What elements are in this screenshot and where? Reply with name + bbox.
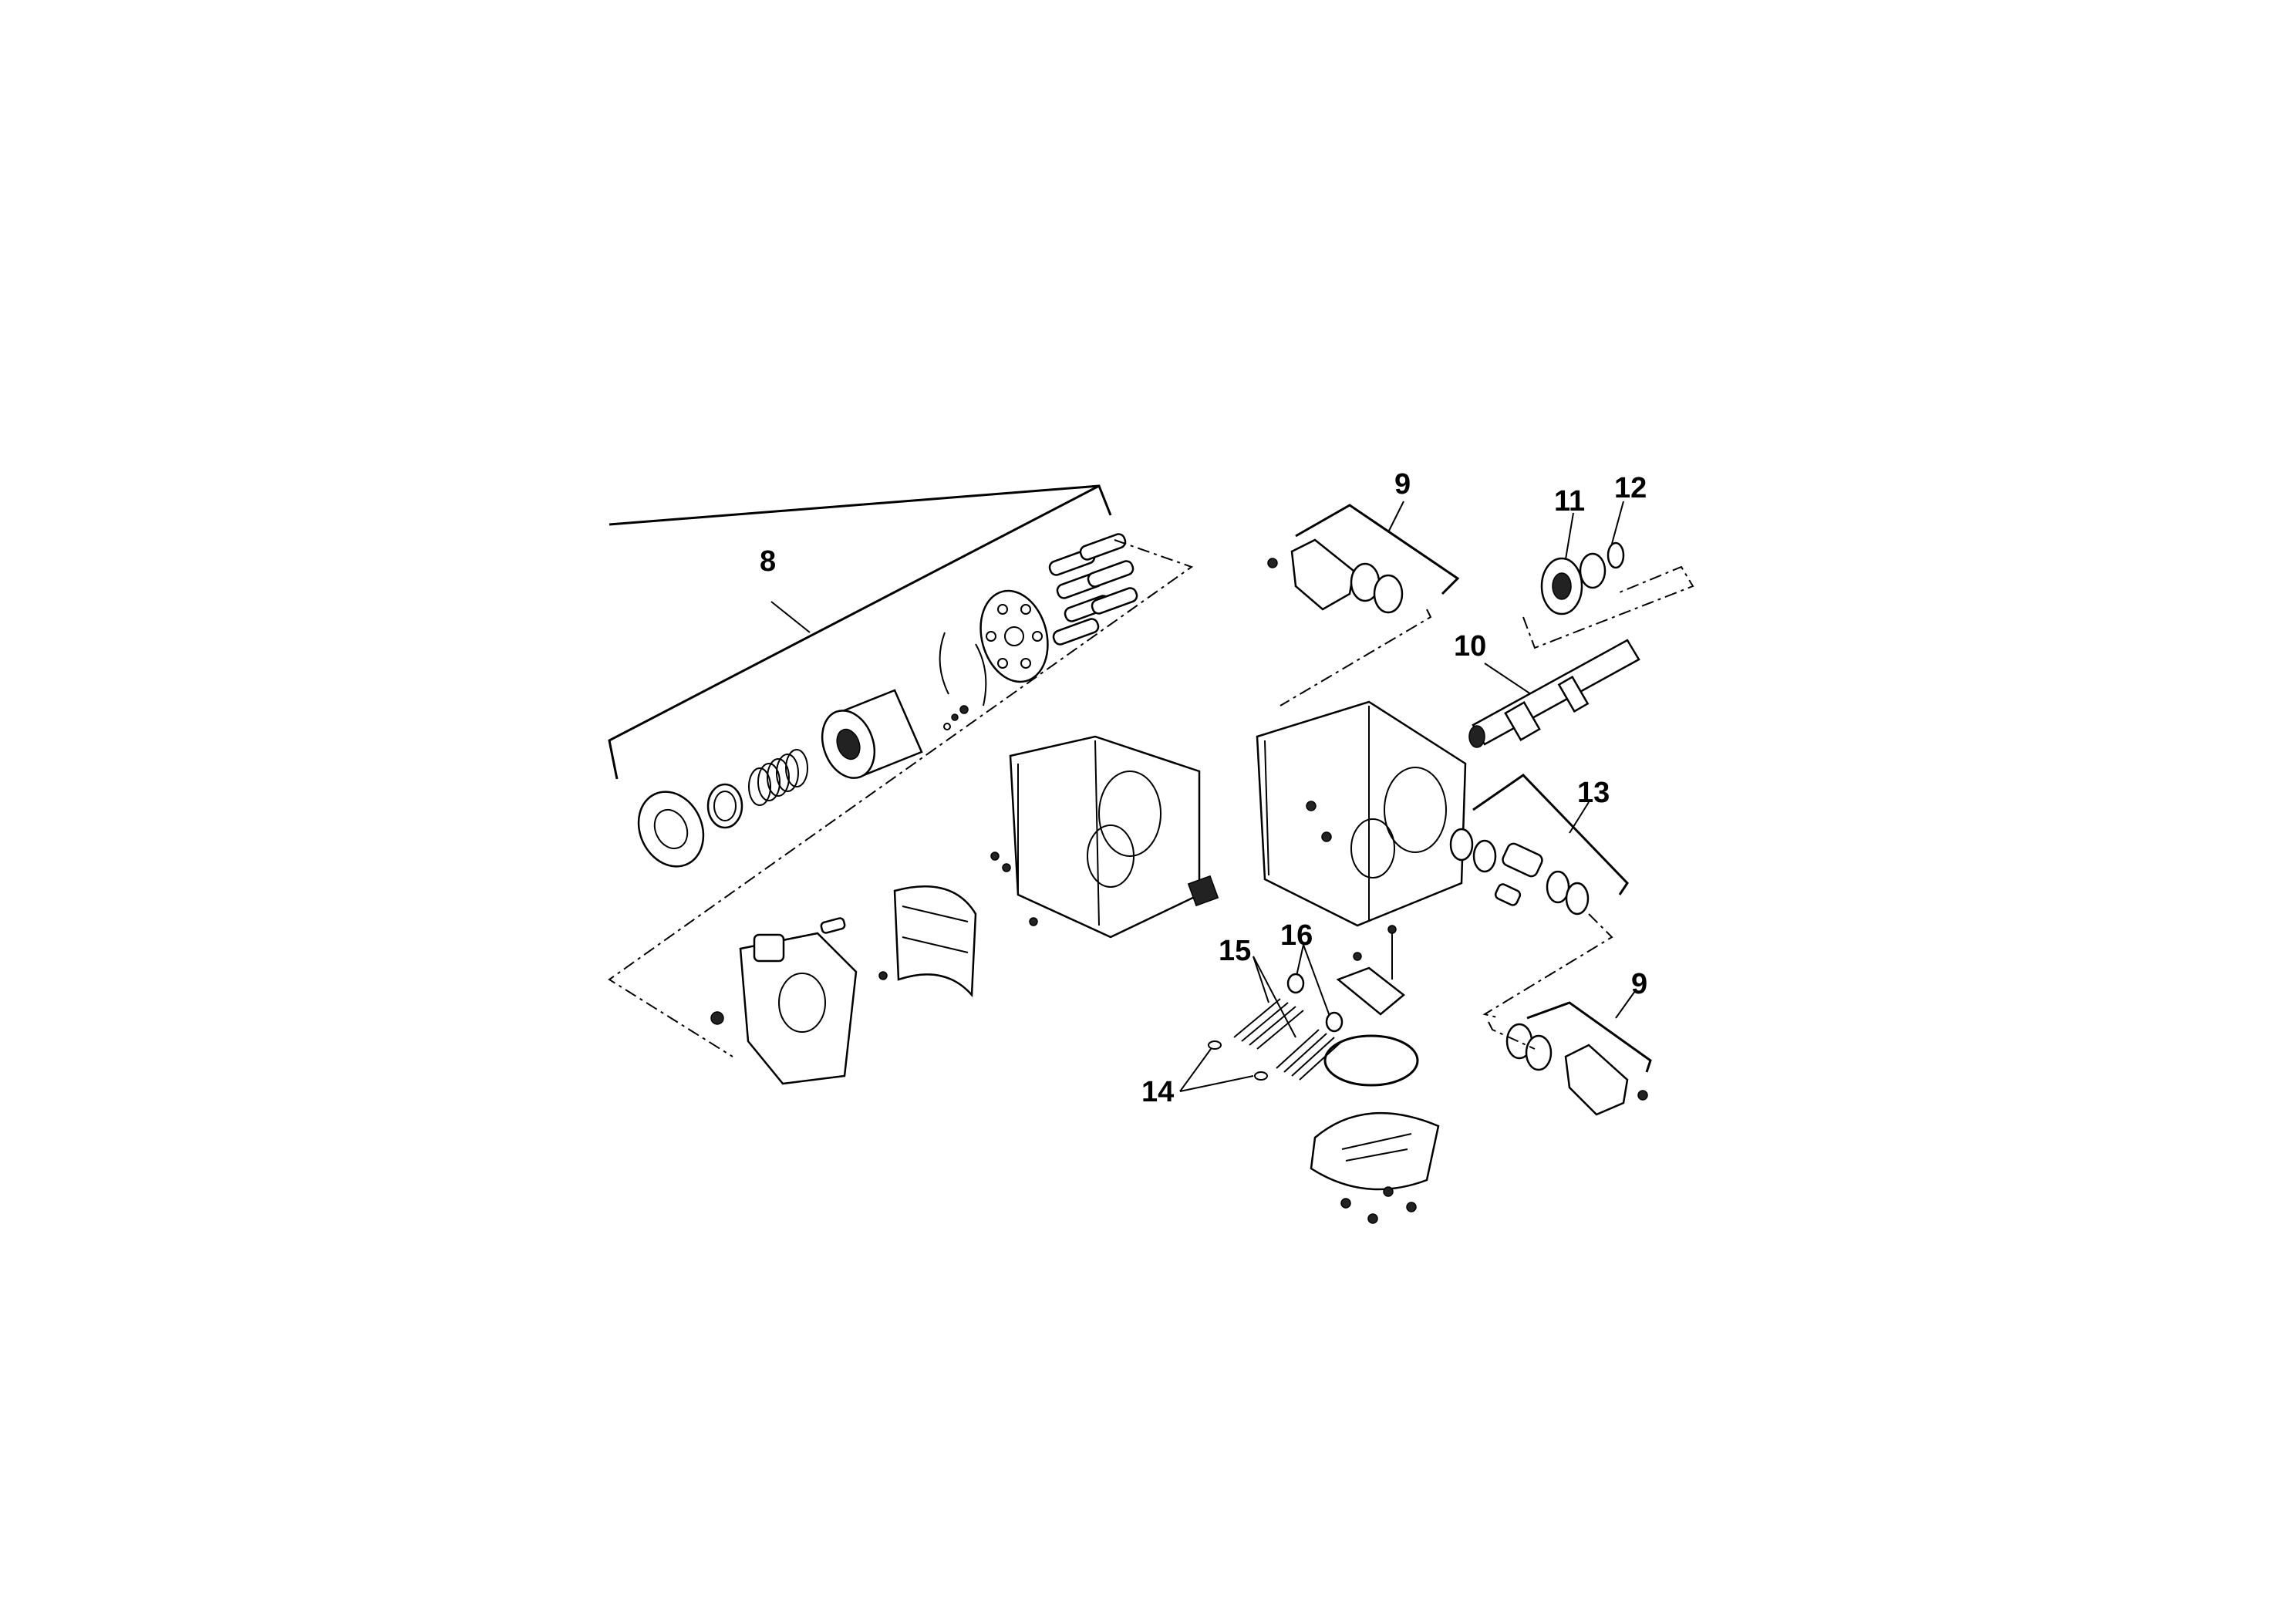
leader-9a bbox=[1387, 501, 1404, 533]
bracket-9b bbox=[1526, 1001, 1652, 1073]
cylinder-block bbox=[821, 689, 923, 779]
callout-label-13: 13 bbox=[1577, 777, 1610, 809]
piston-set bbox=[1048, 533, 1138, 646]
callout-label-11: 11 bbox=[1554, 485, 1585, 518]
assembly-guide-13 bbox=[1482, 913, 1613, 1019]
spool-13 bbox=[1502, 842, 1543, 878]
valve-plate bbox=[637, 791, 705, 868]
callout-9a-group bbox=[1267, 501, 1460, 706]
plug-16a bbox=[1286, 973, 1305, 994]
callout-label-9b: 9 bbox=[1631, 968, 1647, 1000]
plug-16b bbox=[1325, 1011, 1344, 1033]
retainer-plate bbox=[979, 589, 1049, 683]
callout-14-16-group bbox=[1179, 944, 1344, 1092]
leader-8 bbox=[770, 601, 811, 633]
ring-12a bbox=[1579, 552, 1607, 589]
bracket-13 bbox=[1472, 774, 1629, 895]
pin-14b bbox=[1254, 1071, 1268, 1081]
seal-9a-2 bbox=[1373, 574, 1404, 614]
swash-plate bbox=[893, 885, 977, 998]
assembly-guide-9a bbox=[1279, 609, 1432, 706]
bracket-8-line bbox=[608, 484, 1100, 780]
callout-13-group bbox=[1449, 774, 1629, 1019]
leader-14a bbox=[1179, 1048, 1212, 1092]
seal-13a bbox=[1449, 828, 1474, 862]
pump-housing-right bbox=[1256, 700, 1467, 927]
cover-9b bbox=[1564, 1044, 1629, 1116]
leader-15b bbox=[1253, 956, 1296, 1038]
assembly-guide-9b bbox=[1488, 1021, 1536, 1050]
leader-14b bbox=[1179, 1075, 1254, 1092]
servo-bracket bbox=[1336, 925, 1405, 1016]
assembly-guide-11 bbox=[1522, 565, 1694, 649]
pin-14a bbox=[1208, 1040, 1222, 1050]
drive-shaft bbox=[1472, 639, 1640, 746]
callout-11-12-group bbox=[1522, 501, 1694, 649]
leader-16b bbox=[1303, 944, 1331, 1019]
ball-guide-2 bbox=[975, 643, 987, 706]
callout-label-10: 10 bbox=[1454, 630, 1486, 663]
control-spring-1 bbox=[1233, 998, 1304, 1050]
callout-label-16: 16 bbox=[1280, 919, 1313, 952]
leader-11 bbox=[1565, 512, 1574, 560]
callout-10-group bbox=[1468, 639, 1640, 748]
assembly-guide-left bbox=[608, 539, 1194, 1057]
plug bbox=[753, 933, 785, 963]
leader-9b bbox=[1615, 990, 1636, 1019]
callout-label-8: 8 bbox=[760, 545, 776, 578]
callout-label-9a: 9 bbox=[1394, 468, 1411, 501]
retaining-ring bbox=[706, 783, 743, 829]
control-spring-2 bbox=[1276, 1029, 1343, 1081]
o-ring bbox=[1323, 1034, 1419, 1087]
leader-15a bbox=[1253, 956, 1269, 1003]
cylinder-spring bbox=[748, 749, 808, 806]
end-cover bbox=[710, 917, 888, 1085]
callout-9b-group bbox=[1488, 990, 1652, 1116]
cover-9a bbox=[1290, 538, 1355, 611]
seal-9b-2 bbox=[1525, 1034, 1553, 1071]
bracket-9a bbox=[1295, 504, 1460, 595]
rotating-group-parts bbox=[637, 533, 1138, 868]
ring-12b bbox=[1607, 541, 1625, 569]
leader-12 bbox=[1611, 501, 1624, 545]
pump-housing bbox=[990, 735, 1219, 939]
leader-13 bbox=[1569, 801, 1590, 834]
callout-8-group bbox=[608, 484, 1112, 780]
callout-label-12: 12 bbox=[1614, 472, 1647, 504]
ball-guide bbox=[939, 632, 949, 695]
base-cover bbox=[1310, 1111, 1440, 1224]
callout-label-14: 14 bbox=[1141, 1076, 1174, 1108]
callout-label-15: 15 bbox=[1219, 935, 1251, 967]
